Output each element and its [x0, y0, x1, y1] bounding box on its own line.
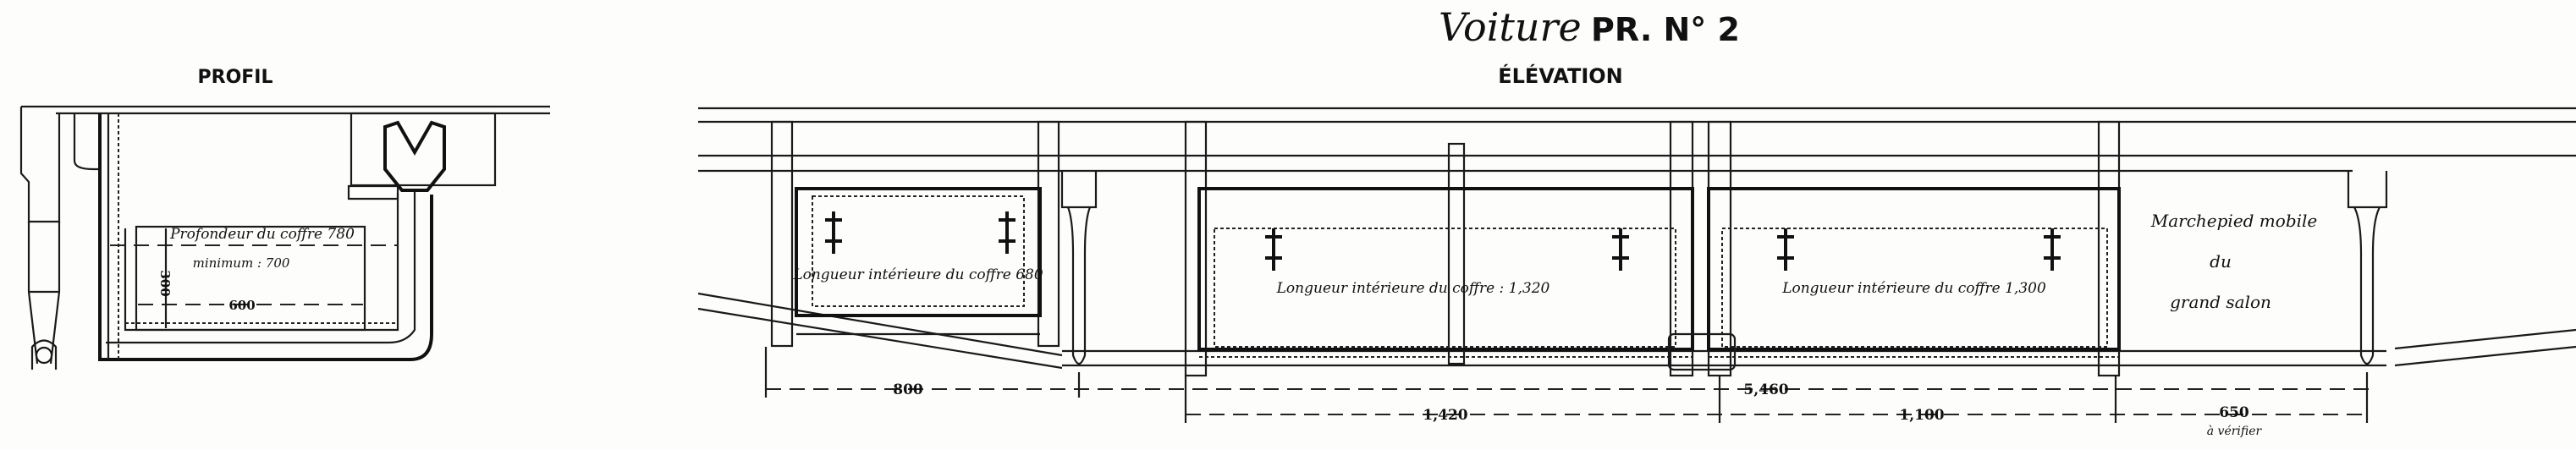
hinge-icon — [1265, 228, 1282, 271]
title-number: PR. N° 2 — [1591, 11, 1740, 48]
profil-heading: PROFIL — [198, 67, 273, 88]
step-label-line2: du — [2210, 251, 2232, 272]
profil-depth-label: Profondeur du coffre 780 — [169, 226, 355, 243]
profil-view: Profondeur du coffre 780 minimum : 700 6… — [19, 105, 550, 370]
dim-800: 800 — [893, 381, 923, 398]
hinge-icon — [1612, 228, 1629, 271]
dim-1420: 1,420 — [1423, 407, 1467, 424]
hinge-icon — [1777, 228, 1794, 271]
profil-width-dim: 600 — [228, 298, 255, 313]
hinge-icon — [2044, 228, 2061, 271]
box3-length-label: Longueur intérieure du coffre 1,300 — [1781, 280, 2046, 297]
step-label-line1: Marchepied mobile — [2150, 211, 2318, 231]
box2-length-label: Longueur intérieure du coffre : 1,320 — [1276, 280, 1550, 297]
title-car: Voiture — [1439, 4, 1582, 50]
hinge-icon — [999, 211, 1016, 254]
dim-650-note: à vérifier — [2207, 425, 2263, 438]
dim-5460: 5,460 — [1743, 381, 1788, 398]
profil-height-dim: 300 — [157, 270, 173, 296]
dim-650: 650 — [2219, 404, 2249, 421]
elevation-view: Longueur intérieure du coffre 680 Longue… — [697, 107, 2576, 438]
elevation-heading: ÉLÉVATION — [1498, 63, 1623, 88]
profil-min-label: minimum : 700 — [193, 255, 290, 271]
dim-1100: 1,100 — [1899, 407, 1944, 424]
step-label-line3: grand salon — [2170, 292, 2271, 312]
box1-length-label: Longueur intérieure du coffre 680 — [792, 266, 1043, 283]
hinge-icon — [825, 211, 842, 254]
